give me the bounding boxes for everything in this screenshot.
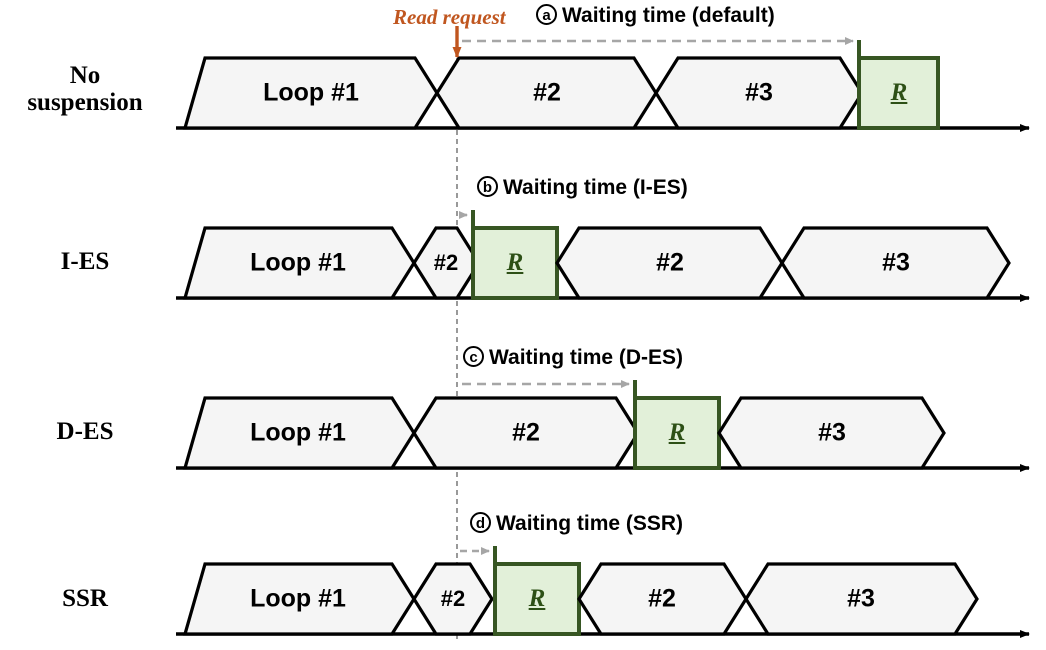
row4-block-loop1 xyxy=(182,562,416,636)
row1-block-2 xyxy=(435,56,658,130)
row3-block-3 xyxy=(717,396,946,470)
row4-block-3 xyxy=(744,562,979,636)
annotation-b-text: Waiting time (I-ES) xyxy=(503,176,688,199)
annotation-d-text: Waiting time (SSR) xyxy=(496,512,684,535)
row2-block-2a xyxy=(412,226,481,300)
row-label-ssr-line1: SSR xyxy=(62,585,108,612)
row2-block-3 xyxy=(780,226,1011,300)
row-label-d-es-line1: D-ES xyxy=(56,418,114,445)
row2-block-2b xyxy=(555,226,784,300)
read-request-label: Read request xyxy=(393,5,506,29)
row-label-no-suspension-line2: suspension xyxy=(27,89,143,116)
row3-request-box xyxy=(633,396,721,470)
row2-request-box xyxy=(471,226,559,300)
row1-block-3 xyxy=(654,56,864,130)
marker-c-icon: c xyxy=(463,346,484,367)
row3-block-2 xyxy=(412,396,640,470)
row-no-suspension-blocks xyxy=(176,26,1030,132)
row-i-es-blocks xyxy=(176,210,1030,302)
row4-block-2a xyxy=(412,562,494,636)
row-label-i-es: I-ES xyxy=(0,248,170,275)
row-label-ssr: SSR xyxy=(0,585,170,612)
marker-b-icon: b xyxy=(477,176,498,197)
row1-request-box xyxy=(857,56,940,130)
marker-a-icon: a xyxy=(536,4,557,25)
row-d-es-blocks xyxy=(176,380,1030,472)
row1-block-loop1 xyxy=(182,56,439,130)
annotation-a-text: Waiting time (default) xyxy=(562,4,775,27)
annotation-c-text: Waiting time (D-ES) xyxy=(489,346,684,369)
row-label-no-suspension: No suspension xyxy=(0,62,170,116)
row-label-d-es: D-ES xyxy=(0,418,170,445)
row-label-i-es-line1: I-ES xyxy=(60,248,110,275)
marker-d-icon: d xyxy=(470,512,491,533)
row-ssr-blocks xyxy=(176,546,1030,638)
row2-block-loop1 xyxy=(182,226,416,300)
row3-block-loop1 xyxy=(182,396,416,470)
row4-request-box xyxy=(493,562,581,636)
row4-block-2b xyxy=(577,562,748,636)
row-label-no-suspension-line1: No xyxy=(69,62,101,89)
